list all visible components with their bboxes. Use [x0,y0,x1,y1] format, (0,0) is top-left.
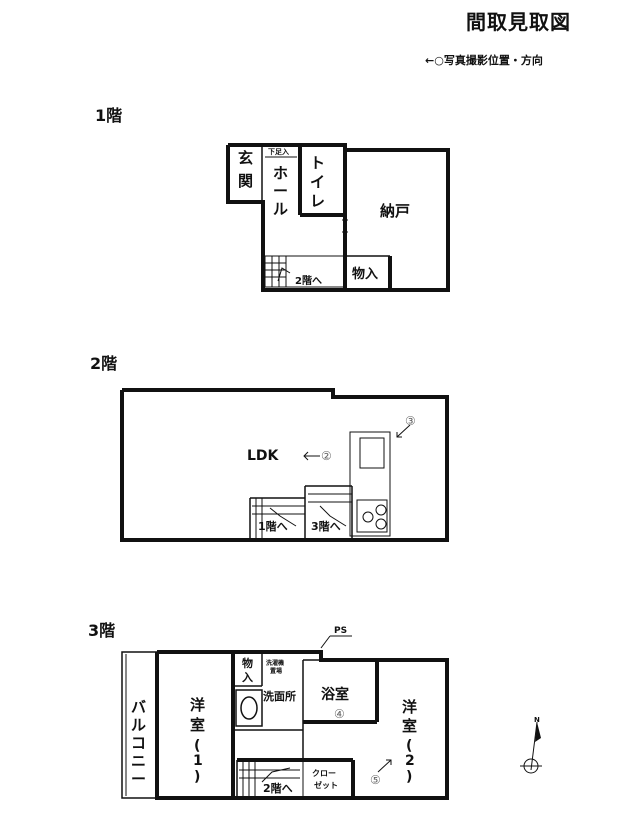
nando-label: 納戸 [380,202,410,220]
stairs-down-label: 1階へ [258,519,288,533]
balcony-label-5: ー [131,770,146,788]
photo-3-marker: ③ [405,414,416,428]
hall-label-1: ホ [273,164,288,182]
western2-label-5: ) [406,769,412,785]
floor-3-plan [121,635,449,800]
toilet-label-1: ト [310,154,325,172]
camera-arrow-icon [303,451,320,461]
pipe-space-label: PS [334,626,347,636]
western1-label-2: 室 [190,716,205,734]
balcony-label-4: ニ [131,752,146,770]
washroom-label: 洗面所 [263,689,296,703]
camera-arrow-icon [396,424,411,438]
stairs-up-label-f2: 3階へ [311,519,341,533]
floor-3-label: 3階 [88,621,116,640]
floor-2-plan [120,388,449,542]
floor-2-label: 2階 [90,354,118,373]
photo-2-marker: ② [321,449,332,463]
hall-label-3: ル [273,200,288,218]
bathroom-label: 浴室 [321,686,349,703]
balcony-label-3: コ [131,734,146,752]
western1-label-5: ) [194,769,200,785]
washer-space-label-1: 洗濯機 [266,659,284,667]
photo-5-marker: ⑤ [370,773,381,787]
western2-label-2: 室 [402,717,417,735]
photo-4-marker: ④ [334,707,345,721]
western1-label-1: 洋 [190,696,205,714]
western2-label-3: ( [406,738,412,754]
hall-label-2: ー [273,182,288,200]
western2-label-1: 洋 [402,698,417,716]
ldk-label: LDK [247,448,280,464]
western2-label-4: 2 [405,753,415,769]
floor-1-plan [226,143,450,292]
stairs-down-label-f3: 2階へ [263,781,293,795]
shoe-storage-label: 下足入 [268,148,289,156]
closet-label-1: クロー [312,768,336,778]
camera-arrow-icon [377,759,392,773]
storage-label-f1: 物入 [352,266,378,282]
storage-label-f3-2: 入 [242,671,253,684]
stairs-up-label-f1: 2階へ [295,274,322,287]
genkan-label-2: 関 [238,172,253,190]
photo-legend: ←○写真撮影位置・方向 [425,54,543,67]
page-title: 間取見取図 [466,10,571,34]
compass-icon [520,721,542,774]
genkan-label-1: 玄 [238,149,253,167]
closet-label-2: ゼット [314,780,338,790]
balcony-label-1: バ [131,698,146,716]
washer-space-label-2: 置場 [270,667,282,675]
toilet-label-2: イ [310,173,325,191]
toilet-label-3: レ [310,192,325,210]
storage-label-f3-1: 物 [242,656,253,670]
western1-label-4: 1 [193,753,203,769]
western1-label-3: ( [194,738,200,754]
balcony-label-2: ル [131,716,146,734]
compass-north-label: N [534,716,540,724]
floor-1-label: 1階 [95,106,123,125]
